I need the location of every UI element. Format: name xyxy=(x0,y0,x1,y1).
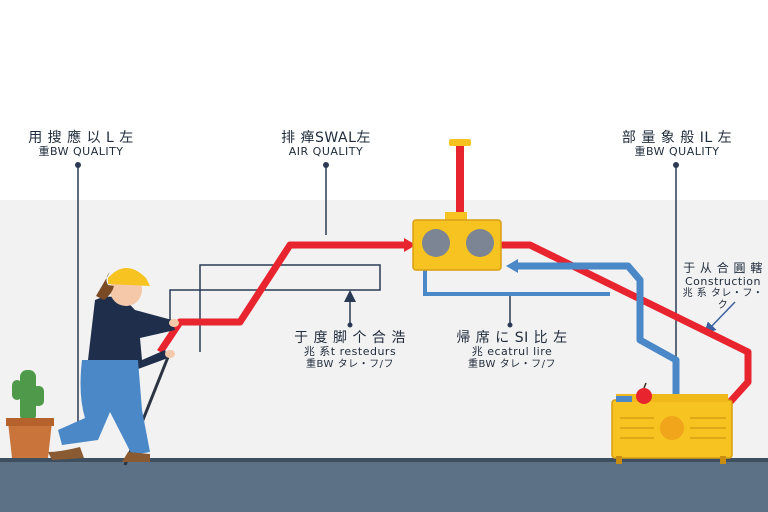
label-mid-center-line1: 帰 席 に SI 比 左 xyxy=(456,330,568,346)
label-right-line2: Construction xyxy=(684,274,762,288)
label-top-left: 用 搜 應 以 L 左 重BW QUALITY xyxy=(26,130,136,159)
label-mid-left-line3: 重BW タレ・フ/フ xyxy=(306,358,394,370)
label-right-line1: 于 从 合 圓 轄 xyxy=(683,261,763,275)
top-supply-pipe xyxy=(449,139,471,220)
red-supply-pipe xyxy=(157,241,405,354)
label-top-right-line2: 重BW QUALITY xyxy=(634,145,720,159)
red-return-pipe xyxy=(500,241,752,405)
return-duct xyxy=(169,264,381,352)
label-right: 于 从 合 圓 轄 Construction 兆 系 タレ・フ・ク xyxy=(680,261,766,311)
apple-icon xyxy=(636,382,652,404)
label-right-line3: 兆 系 タレ・フ・ク xyxy=(682,288,764,311)
label-top-left-line2: 重BW QUALITY xyxy=(38,145,124,159)
label-top-center: 排 瘅SWAL左 AIR QUALITY xyxy=(270,130,382,159)
worker-figure xyxy=(48,268,179,466)
label-top-left-line1: 用 搜 應 以 L 左 xyxy=(28,130,134,146)
label-top-center-line1: 排 瘅SWAL左 xyxy=(281,130,371,146)
label-top-right-line1: 部 量 象 般 IL 左 xyxy=(621,130,733,146)
label-top-center-line2: AIR QUALITY xyxy=(288,145,364,159)
blue-lower-duct xyxy=(423,270,610,296)
label-mid-center-line2: 兆 ecatrul lire xyxy=(471,345,553,359)
blue-pipe xyxy=(515,262,680,400)
floor xyxy=(0,462,768,512)
air-unit-icon xyxy=(412,212,502,271)
leader-lines xyxy=(75,162,736,440)
label-mid-left-line1: 于 度 脚 个 合 浩 xyxy=(294,330,406,346)
label-mid-center: 帰 席 に SI 比 左 兆 ecatrul lire 重BW タレ・フ/フ xyxy=(452,330,572,370)
label-mid-left-line2: 兆 系t restedurs xyxy=(303,345,397,359)
cactus-plant-icon xyxy=(6,370,54,458)
floor-edge xyxy=(0,458,768,462)
boiler-unit-icon xyxy=(611,394,733,464)
label-mid-center-line3: 重BW タレ・フ/フ xyxy=(468,358,556,370)
label-mid-left: 于 度 脚 个 合 浩 兆 系t restedurs 重BW タレ・フ/フ xyxy=(290,330,410,370)
label-top-right: 部 量 象 般 IL 左 重BW QUALITY xyxy=(620,130,734,159)
